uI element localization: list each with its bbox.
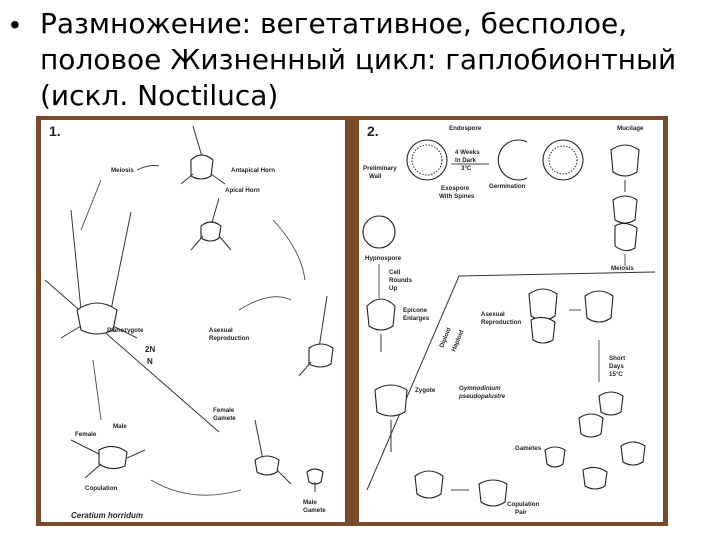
cyst-germinating [497, 139, 528, 181]
label-haploid: Haploid [450, 329, 465, 353]
bullet-line-2: половое Жизненный цикл: гаплобионтный [40, 43, 677, 76]
label-planozygote: Planozygote [107, 327, 144, 334]
panel-gymnodinium: 2. Diploid Haploid Endospore Preliminary… [359, 120, 663, 522]
ploidy-divider-2 [366, 271, 656, 491]
ceratium-diagram: 1. Meiosis Antapical Horn Apical Horn [44, 123, 334, 520]
label-female-gamete-2: Gamete [213, 415, 236, 422]
label-2n: 2N [145, 345, 155, 354]
label-gametes: Gametes [515, 445, 542, 452]
bullet-line-1: Размножение: вегетативное, бесполое, [40, 7, 628, 40]
label-male: Male [113, 423, 127, 430]
label-copulation-1: Copulation [507, 501, 540, 508]
arrow-to-planozygote [92, 359, 102, 421]
label-meiosis: Meiosis [111, 167, 134, 174]
arrow-to-copulation [150, 479, 242, 496]
panel-1-number: 1. [49, 123, 61, 139]
label-short-days-3: 15°C [609, 371, 623, 378]
label-n: N [147, 357, 153, 366]
label-cell-rounds-2: Rounds [389, 277, 413, 284]
gymno-cell-top-right [610, 144, 640, 192]
label-weeks-1: 4 Weeks [455, 149, 480, 156]
gymnodinium-diagram: 2. Diploid Haploid Endospore Preliminary… [362, 123, 656, 516]
gymno-asexual-cells [528, 288, 614, 344]
label-asexual-2: Reproduction [209, 335, 249, 342]
label-male-gamete-2: Gamete [303, 507, 326, 514]
label-short-days-1: Short [609, 355, 625, 362]
label-epicone-2: Enlarges [403, 315, 430, 322]
label-copulation-2: Pair [515, 509, 527, 516]
label-mucilage: Mucilage [617, 125, 644, 132]
ceratium-cell-second [190, 197, 232, 251]
ceratium-copulation [70, 439, 146, 479]
label-apical-horn: Apical Horn [225, 187, 260, 194]
label-species-2: pseudopalustre [458, 393, 506, 400]
ceratium-cell-dividing [298, 295, 334, 377]
gymno-cell-right-2 [612, 195, 638, 252]
arrow-meiosis-line [80, 179, 102, 231]
label-copulation: Copulation [85, 485, 118, 492]
ceratium-female-gamete [254, 419, 292, 485]
panel-2-number: 2. [367, 123, 379, 139]
label-weeks-2: In Dark [455, 157, 477, 164]
label-germination: Germination [489, 183, 526, 190]
gymno-epicone-cell [366, 298, 396, 352]
label-cell-rounds-1: Cell [389, 269, 401, 276]
label-epicone-1: Epicone [403, 307, 428, 314]
label-endospore: Endospore [449, 125, 482, 132]
life-cycle-figure: 1. Meiosis Antapical Horn Apical Horn [36, 116, 668, 526]
label-short-days-2: Days [609, 363, 624, 370]
label-antapical-horn: Antapical Horn [231, 167, 275, 174]
ceratium-cell-top [180, 125, 226, 185]
label-weeks-3: 3°C [461, 165, 472, 172]
ceratium-male-gamete [306, 468, 324, 492]
gymno-copulation-pair [414, 466, 608, 507]
caption-ceratium: Ceratium horridum [71, 511, 143, 520]
cyst-preliminary [406, 139, 448, 181]
label-meiosis-2: Meiosis [611, 265, 634, 272]
bullet-dot-icon: • [10, 9, 20, 40]
label-species-1: Gymnodinium [459, 385, 501, 392]
label-exospore-1: Exospore [441, 185, 470, 192]
label-preliminary-2: Wall [369, 173, 382, 180]
hypnospore [362, 215, 396, 249]
arrow-cycle-2 [238, 296, 292, 311]
ploidy-divider [44, 279, 220, 433]
gymno-zygote [374, 384, 408, 452]
label-zygote: Zygote [415, 387, 436, 394]
bullet-text: Размножение: вегетативное, бесполое, пол… [40, 6, 700, 114]
bullet-line-3: (искл. Noctiluca) [40, 79, 279, 112]
label-hypnospore: Hypnospore [365, 255, 402, 262]
arrow-meiosis [136, 165, 160, 171]
label-preliminary-1: Preliminary [363, 165, 397, 172]
label-male-gamete-1: Male [303, 499, 317, 506]
ceratium-planozygote [60, 209, 138, 339]
label-diploid: Diploid [438, 326, 452, 348]
label-cell-rounds-3: Up [389, 285, 397, 292]
label-asexual-2-2: Reproduction [481, 319, 521, 326]
label-exospore-2: With Spines [439, 193, 475, 200]
label-asexual-2-1: Asexual [481, 311, 505, 318]
label-female: Female [75, 431, 97, 438]
label-female-gamete-1: Female [213, 407, 235, 414]
panel-ceratium: 1. Meiosis Antapical Horn Apical Horn [41, 120, 345, 522]
label-asexual-1: Asexual [209, 327, 233, 334]
arrow-cycle-1 [272, 219, 306, 281]
gymno-gamete-mid [544, 446, 566, 468]
gymno-gametes-right [578, 391, 646, 466]
